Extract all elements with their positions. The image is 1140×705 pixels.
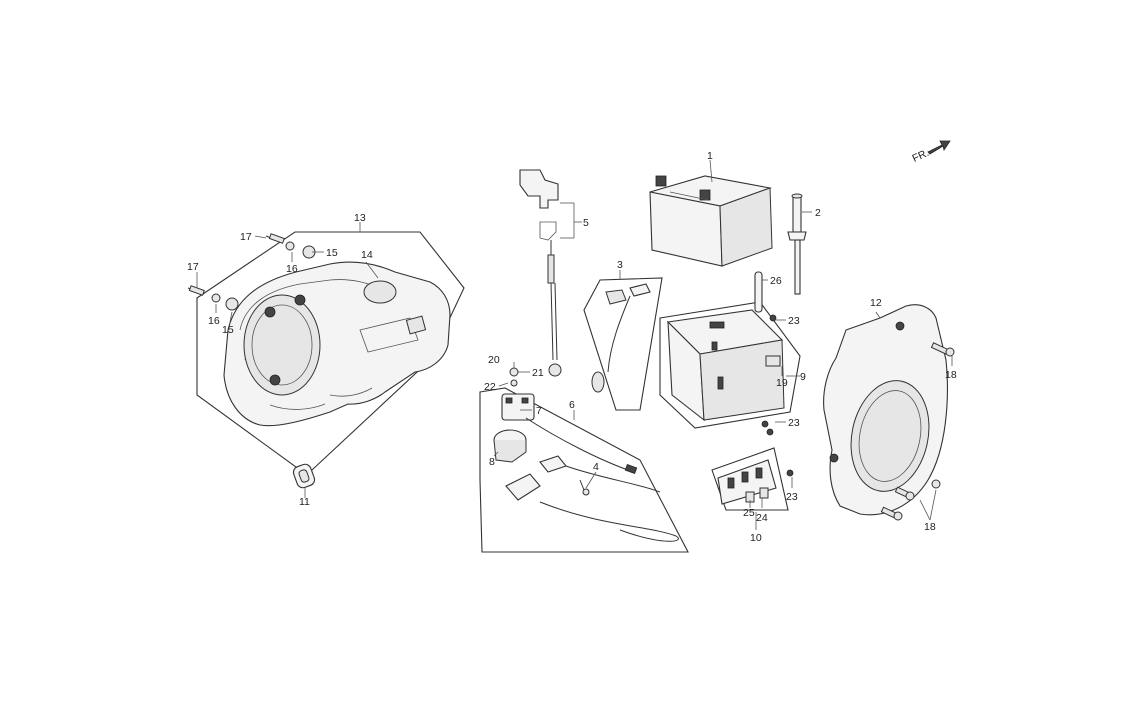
callout-26: 26 <box>770 275 782 287</box>
callout-15-left: 15 <box>222 324 234 336</box>
left-side-cover-part <box>223 261 451 427</box>
callout-16-left: 16 <box>208 315 220 327</box>
callout-12: 12 <box>870 297 882 309</box>
callout-24: 24 <box>756 512 768 524</box>
callout-labels: 1 2 3 4 5 6 7 8 9 10 11 12 13 14 15 15 1… <box>187 150 957 544</box>
right-side-cover-part <box>823 304 948 516</box>
starter-cable-part <box>505 455 679 542</box>
callout-18-bottom: 18 <box>924 521 936 533</box>
callout-20: 20 <box>488 354 500 366</box>
callout-19: 19 <box>776 377 788 389</box>
callout-3: 3 <box>617 259 623 271</box>
grommet-part <box>292 463 316 495</box>
callout-23-mid: 23 <box>788 417 800 429</box>
battery-band-part <box>754 271 763 313</box>
callout-18-top: 18 <box>945 369 957 381</box>
callout-17-top: 17 <box>240 231 252 243</box>
callout-21: 21 <box>532 367 544 379</box>
callout-9: 9 <box>800 371 806 383</box>
callout-5: 5 <box>583 217 589 229</box>
fuse-box-part <box>717 459 777 505</box>
callout-16-top: 16 <box>286 263 298 275</box>
front-direction-indicator: FR. <box>910 140 951 165</box>
front-direction-arrow-icon <box>927 140 951 155</box>
callout-11: 11 <box>299 496 310 508</box>
callout-17-left: 17 <box>187 261 199 273</box>
callout-10: 10 <box>750 532 762 544</box>
callout-25: 25 <box>743 507 755 519</box>
callout-6: 6 <box>569 399 575 411</box>
callout-2: 2 <box>815 207 821 219</box>
leader-lines <box>196 159 953 530</box>
callout-22: 22 <box>484 381 496 393</box>
relay-holder-part <box>493 429 527 463</box>
harness-frame <box>583 277 663 411</box>
front-direction-label: FR. <box>910 147 930 165</box>
callout-8: 8 <box>489 456 495 468</box>
callout-23-top: 23 <box>788 315 800 327</box>
battery-case-part <box>666 309 785 422</box>
starter-relay-frame <box>479 387 689 553</box>
ground-wire-part <box>591 283 651 393</box>
callout-15-top: 15 <box>326 247 338 259</box>
callout-1: 1 <box>707 150 713 162</box>
battery-part <box>649 175 773 267</box>
case-screws <box>761 314 794 477</box>
callout-14: 14 <box>361 249 373 261</box>
battery-cable-part <box>519 169 575 377</box>
battery-rod-part <box>787 193 807 295</box>
callout-7: 7 <box>536 405 542 417</box>
callout-13: 13 <box>354 212 366 224</box>
callout-23-bottom: 23 <box>786 491 798 503</box>
callout-4: 4 <box>593 461 599 473</box>
right-cover-screws <box>880 342 955 521</box>
relay-lead-wire <box>525 417 638 475</box>
starter-relay-part <box>501 367 535 421</box>
